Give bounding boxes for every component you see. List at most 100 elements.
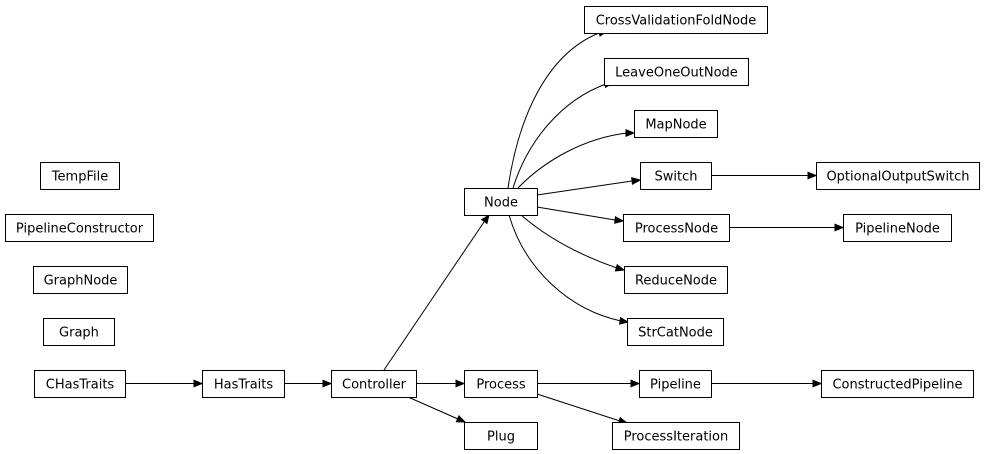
node-label: LeaveOneOutNode <box>615 66 738 81</box>
node-label: ProcessIteration <box>624 430 728 445</box>
edge-process-node-to-pipeline-node <box>729 223 845 232</box>
node-box <box>612 422 740 450</box>
node-label: ReduceNode <box>635 274 717 289</box>
node-controller[interactable]: Controller <box>331 370 417 398</box>
node-label: Node <box>484 196 518 211</box>
arrowhead-icon <box>812 379 823 388</box>
node-process[interactable]: Process <box>464 370 538 398</box>
node-graph[interactable]: Graph <box>43 318 115 346</box>
node-label: HasTraits <box>214 378 274 393</box>
node-label: MapNode <box>645 118 706 133</box>
arrowhead-icon <box>834 223 845 232</box>
arrowhead-icon <box>807 171 818 180</box>
node-label: ConstructedPipeline <box>832 378 962 393</box>
node-box <box>584 6 768 34</box>
node-label: Controller <box>342 378 407 393</box>
edge-node-to-cross-validation-fold-node <box>507 29 609 189</box>
node-pipeline[interactable]: Pipeline <box>639 370 712 398</box>
node-node[interactable]: Node <box>464 188 538 216</box>
arrowhead-icon <box>480 213 490 225</box>
arrowhead-icon <box>193 379 204 388</box>
node-leave-one-out-node[interactable]: LeaveOneOutNode <box>604 58 749 86</box>
arrowhead-icon <box>619 316 630 325</box>
node-label: Pipeline <box>650 378 701 393</box>
arrowhead-icon <box>614 216 625 224</box>
edge-line <box>520 214 618 269</box>
edge-node-to-switch <box>536 177 642 196</box>
node-box <box>464 370 538 398</box>
node-box <box>33 266 128 294</box>
edge-line <box>507 32 600 189</box>
node-box <box>5 214 154 242</box>
node-label: GraphNode <box>44 274 118 289</box>
node-label: Plug <box>487 430 515 445</box>
node-label: PipelineConstructor <box>16 222 144 237</box>
node-temp-file[interactable]: TempFile <box>40 162 120 190</box>
edge-controller-to-plug <box>407 396 467 423</box>
node-label: CHasTraits <box>46 378 115 393</box>
edge-pipeline-to-constructed-pipeline <box>711 379 823 388</box>
node-box <box>331 370 417 398</box>
node-label: Graph <box>59 326 99 341</box>
edge-node-to-leave-one-out-node <box>512 80 615 189</box>
arrowhead-icon <box>625 129 636 137</box>
arrowhead-icon <box>322 379 333 388</box>
node-box <box>623 214 730 242</box>
node-pipeline-node[interactable]: PipelineNode <box>843 214 952 242</box>
node-optional-output-switch[interactable]: OptionalOutputSwitch <box>816 162 980 190</box>
nodes: CrossValidationFoldNodeLeaveOneOutNodeMa… <box>5 6 980 450</box>
node-box <box>640 162 712 190</box>
node-reduce-node[interactable]: ReduceNode <box>624 266 728 294</box>
node-label: OptionalOutputSwitch <box>826 170 969 185</box>
node-box <box>639 370 712 398</box>
node-label: StrCatNode <box>638 326 713 341</box>
edge-line <box>512 83 607 189</box>
edge-node-to-process-node <box>536 206 625 224</box>
node-graph-node[interactable]: GraphNode <box>33 266 128 294</box>
node-process-node[interactable]: ProcessNode <box>623 214 730 242</box>
node-c-has-traits[interactable]: CHasTraits <box>34 370 126 398</box>
node-box <box>624 266 728 294</box>
node-box <box>464 188 538 216</box>
edge-c-has-traits-to-has-traits <box>125 379 204 388</box>
arrowhead-icon <box>631 177 642 185</box>
edge-has-traits-to-controller <box>284 379 333 388</box>
node-label: CrossValidationFoldNode <box>596 14 757 29</box>
node-label: Switch <box>655 170 698 185</box>
node-str-cat-node[interactable]: StrCatNode <box>627 318 724 346</box>
edge-line <box>517 132 628 189</box>
node-box <box>202 370 285 398</box>
node-box <box>40 162 120 190</box>
edge-line <box>383 221 485 371</box>
edge-node-to-str-cat-node <box>508 214 630 325</box>
node-box <box>634 110 718 138</box>
node-label: PipelineNode <box>855 222 940 237</box>
node-plug[interactable]: Plug <box>464 422 538 450</box>
edge-line <box>508 214 622 322</box>
node-box <box>816 162 980 190</box>
node-switch[interactable]: Switch <box>640 162 712 190</box>
arrowhead-icon <box>630 379 641 388</box>
edge-line <box>536 206 616 221</box>
edge-line <box>536 393 621 422</box>
edge-node-to-map-node <box>517 129 636 189</box>
node-label: Process <box>476 378 526 393</box>
node-label: ProcessNode <box>635 222 718 237</box>
edge-controller-to-process <box>416 379 466 388</box>
node-has-traits[interactable]: HasTraits <box>202 370 285 398</box>
edge-process-to-pipeline <box>537 379 641 388</box>
node-box <box>821 370 974 398</box>
node-pipeline-constructor[interactable]: PipelineConstructor <box>5 214 154 242</box>
edge-node-to-reduce-node <box>520 214 626 272</box>
node-cross-validation-fold-node[interactable]: CrossValidationFoldNode <box>584 6 768 34</box>
edge-process-to-process-iteration <box>536 393 629 425</box>
node-label: TempFile <box>51 170 108 185</box>
node-constructed-pipeline[interactable]: ConstructedPipeline <box>821 370 974 398</box>
node-box <box>43 318 115 346</box>
node-map-node[interactable]: MapNode <box>634 110 718 138</box>
node-box <box>604 58 749 86</box>
node-process-iteration[interactable]: ProcessIteration <box>612 422 740 450</box>
edge-line <box>536 180 633 196</box>
arrowhead-icon <box>455 379 466 388</box>
